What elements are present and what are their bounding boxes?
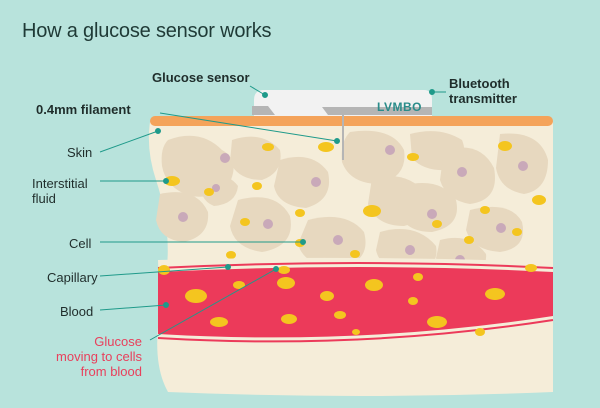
bluetooth-transmitter-label: Bluetooth transmitter (449, 76, 517, 106)
glucose-molecules (164, 141, 546, 259)
blood-label: Blood (60, 304, 94, 319)
cell (230, 197, 291, 252)
capillary-label: Capillary (47, 270, 98, 285)
glucose-movement-label: Glucose moving to cells from blood (56, 334, 142, 379)
glucose-sensor-label: Glucose sensor (152, 70, 250, 85)
brand-logo: LVMBO (377, 100, 422, 114)
skin-layer (150, 116, 553, 126)
sensor-base (252, 106, 275, 115)
cell (341, 130, 405, 184)
blood-flow (158, 267, 553, 338)
page-title: How a glucose sensor works (22, 20, 272, 42)
cell (466, 206, 524, 252)
cell (298, 216, 366, 268)
cell (398, 183, 457, 232)
capillary-wall-line (157, 319, 554, 343)
capillary-wall-line (157, 262, 554, 269)
cell (274, 156, 330, 208)
cell-label: Cell (69, 236, 92, 251)
cell-nuclei (178, 145, 528, 265)
skin-label: Skin (67, 145, 93, 160)
blood-glucose (158, 264, 537, 336)
cell (440, 147, 495, 204)
interstitial-fluid-label: Interstitial fluid (32, 176, 88, 206)
transmitter-base (322, 107, 432, 115)
filament-label: 0.4mm filament (36, 102, 131, 117)
leader-lines (99, 85, 446, 341)
